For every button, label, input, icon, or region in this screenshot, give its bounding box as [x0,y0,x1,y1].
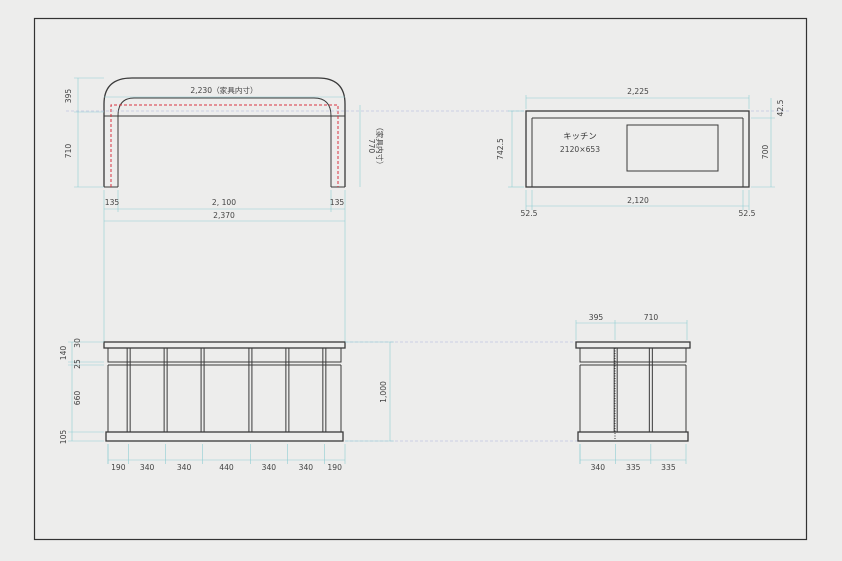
side-column-dims: 340 335 335 [579,444,687,472]
inner-dimension-outline [110,104,339,187]
kitchen-window [626,124,719,172]
dim-kitchen-margin-left: 52.5 [521,209,538,218]
dim-total: 2,370 [213,211,235,220]
dim-side-top-395: 395 [589,313,604,322]
dim-column-width: 340 [140,463,155,472]
dim-front-25: 25 [73,359,82,369]
front-column-dims: 190 340 340 440 340 340 190 [107,444,346,472]
side-view: 395 710 340 335 335 [575,313,691,472]
front-base [105,431,344,442]
dim-height-inner-note: （家具内寸） [375,123,385,169]
dim-front-140: 140 [59,346,68,361]
front-view: 30 140 25 660 105 1,000 190 340 340 440 340 3… [59,338,394,472]
side-base [577,431,689,442]
kitchen-outline [525,110,750,188]
side-columns [613,348,653,432]
dim-front-30: 30 [73,338,82,348]
elevation-view: 2,230（家具内寸） 395 710 770 （家具内寸） 135 2, 10… [64,77,385,223]
dim-kitchen-height-right: 700 [761,145,770,160]
kitchen-label: キッチン [563,131,597,141]
dim-column-width: 335 [661,463,676,472]
front-columns [126,348,327,432]
dim-front-105: 105 [59,430,68,445]
dim-kitchen-width-top: 2,225 [627,87,649,96]
dim-front-660: 660 [73,391,82,406]
dim-front-height-total: 1,000 [379,381,388,403]
side-drawer-band [579,347,687,363]
dim-side-right: 135 [330,198,345,207]
arch-inner-outline [117,97,332,187]
dim-column-width: 340 [299,463,314,472]
dim-column-width: 190 [111,463,126,472]
dim-column-width: 440 [219,463,234,472]
dim-column-width: 340 [262,463,277,472]
dim-height-inner: 770 [367,139,376,154]
dim-kitchen-width-bottom: 2,120 [627,196,649,205]
arch-outline [103,77,346,187]
dim-kitchen-height-left: 742.5 [496,138,505,160]
dim-column-width: 340 [177,463,192,472]
dim-side-left: 135 [105,198,120,207]
dim-column-width: 340 [591,463,606,472]
kitchen-view: キッチン 2120×653 2,225 42.5 700 742.5 2,120… [496,87,785,218]
front-drawer-band [107,347,342,363]
front-top-board [103,341,346,349]
dim-side-top-710: 710 [644,313,659,322]
dim-height-top: 395 [64,89,73,104]
side-top-board [575,341,691,349]
kitchen-size: 2120×653 [560,145,600,154]
dim-middle: 2, 100 [212,198,236,207]
dim-column-width: 335 [626,463,641,472]
dim-width-inner: 2,230（家具内寸） [190,85,257,95]
dim-kitchen-height-right-top: 42.5 [776,99,785,116]
dim-height-main: 710 [64,144,73,159]
dim-kitchen-margin-right: 52.5 [739,209,756,218]
dim-column-width: 190 [327,463,342,472]
drawing-frame [33,17,808,541]
